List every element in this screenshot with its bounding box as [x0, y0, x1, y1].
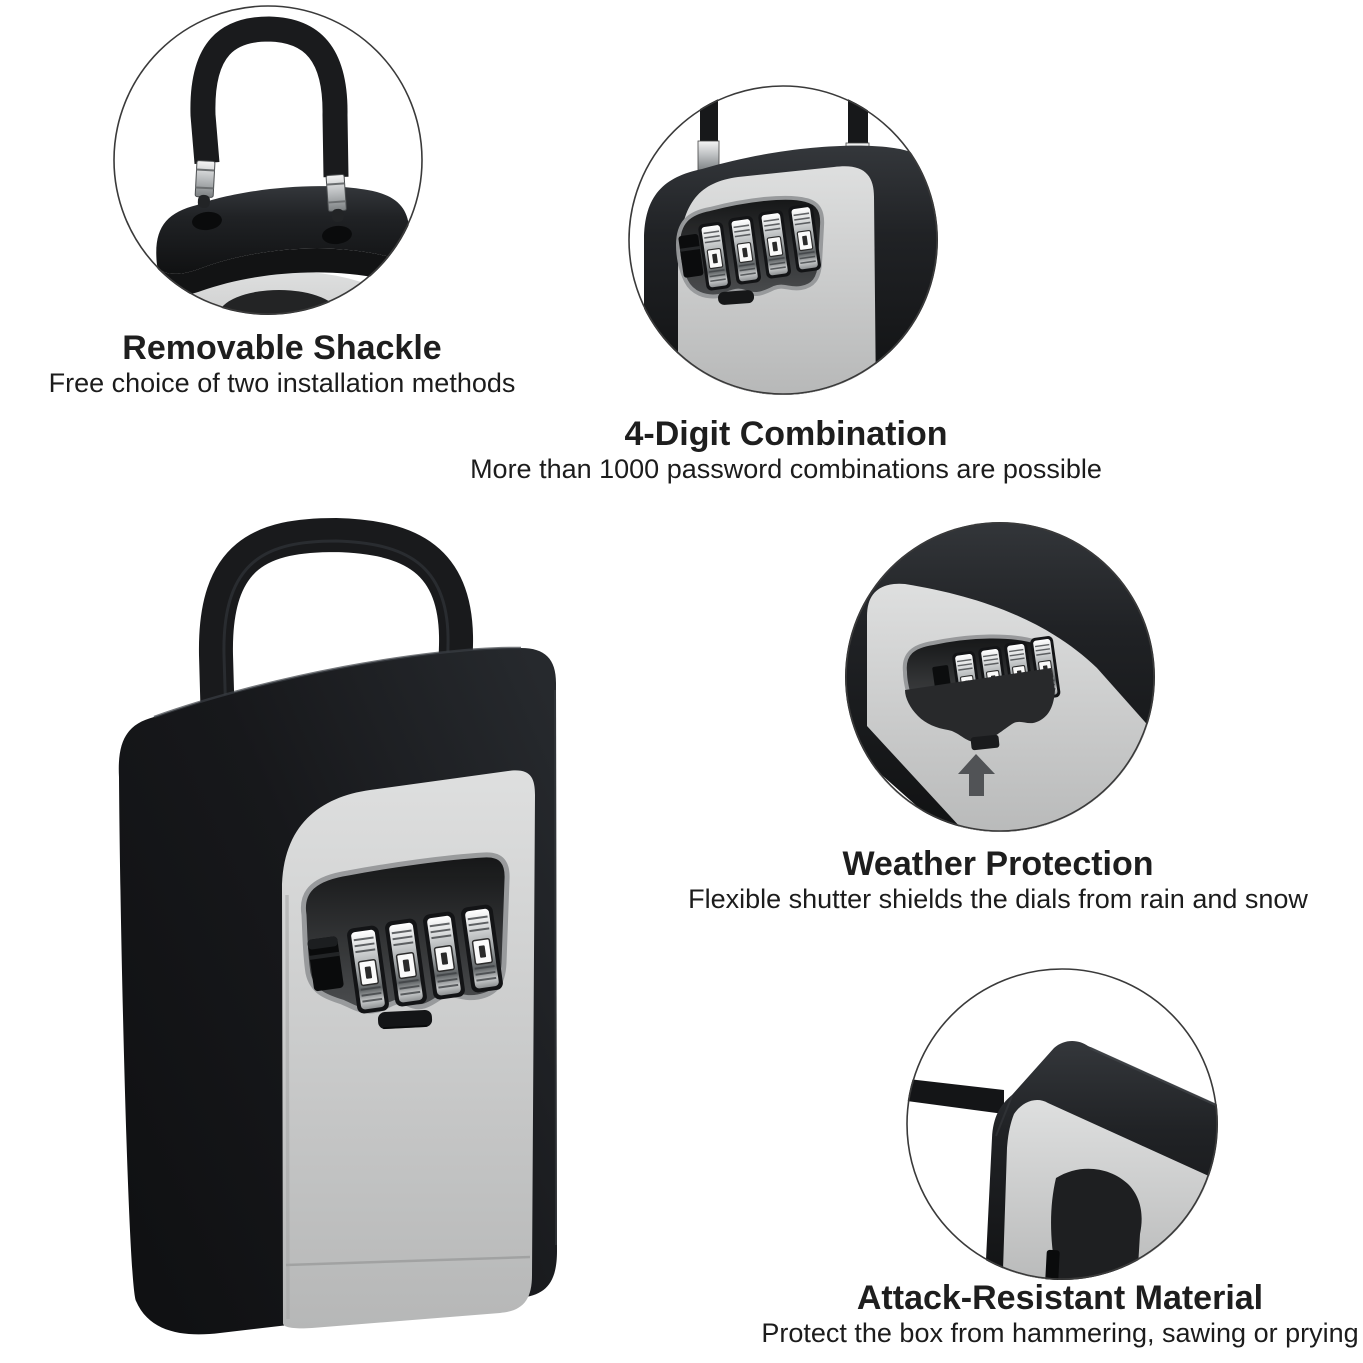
lockbox-product-illustration — [90, 495, 580, 1355]
shutter-pull-tab — [377, 1009, 433, 1030]
mounting-holes-icon — [192, 211, 222, 231]
callout-removable-shackle — [111, 3, 425, 317]
shackle-icon — [190, 16, 349, 224]
feature-title-attack-resistant: Attack-Resistant Material — [856, 1279, 1264, 1317]
feature-subtitle-removable-shackle: Free choice of two installation methods — [48, 368, 516, 398]
callout-circle-border — [628, 85, 938, 395]
up-arrow-icon — [958, 754, 995, 796]
dial-recess — [219, 290, 339, 315]
feature-title-4-digit-combination: 4-Digit Combination — [624, 415, 948, 453]
feature-subtitle-weather-protection: Flexible shutter shields the dials from … — [688, 884, 1308, 914]
callout-circle-border — [845, 522, 1155, 832]
callout-circle-border — [906, 968, 1218, 1280]
feature-title-removable-shackle: Removable Shackle — [122, 329, 442, 367]
callout-attack-resistant — [904, 966, 1220, 1282]
feature-subtitle-4-digit-combination: More than 1000 password combinations are… — [470, 454, 1102, 484]
door-recess — [1051, 1168, 1142, 1280]
release-latch — [307, 936, 344, 992]
feature-caption-4-digit-combination: 4-Digit Combination More than 1000 passw… — [426, 415, 1146, 485]
callout-weather-protection — [843, 520, 1157, 834]
door-seam — [285, 1255, 531, 1267]
feature-caption-attack-resistant: Attack-Resistant Material Protect the bo… — [700, 1279, 1363, 1349]
shutter-icon — [905, 668, 1055, 751]
mounting-holes-icon — [322, 225, 352, 245]
shutter-pull-tab — [718, 290, 755, 305]
shackle-edge — [906, 1078, 1004, 1114]
feature-title-weather-protection: Weather Protection — [842, 845, 1154, 883]
keyhole-notch — [1045, 1249, 1060, 1280]
shackle-icon — [198, 518, 474, 798]
callout-circle-border — [113, 5, 423, 315]
release-latch — [678, 233, 704, 278]
feature-caption-removable-shackle: Removable Shackle Free choice of two ins… — [20, 329, 544, 399]
feature-caption-weather-protection: Weather Protection Flexible shutter shie… — [638, 845, 1358, 915]
feature-subtitle-attack-resistant: Protect the box from hammering, sawing o… — [761, 1318, 1359, 1348]
callout-4-digit-combination — [626, 83, 940, 397]
